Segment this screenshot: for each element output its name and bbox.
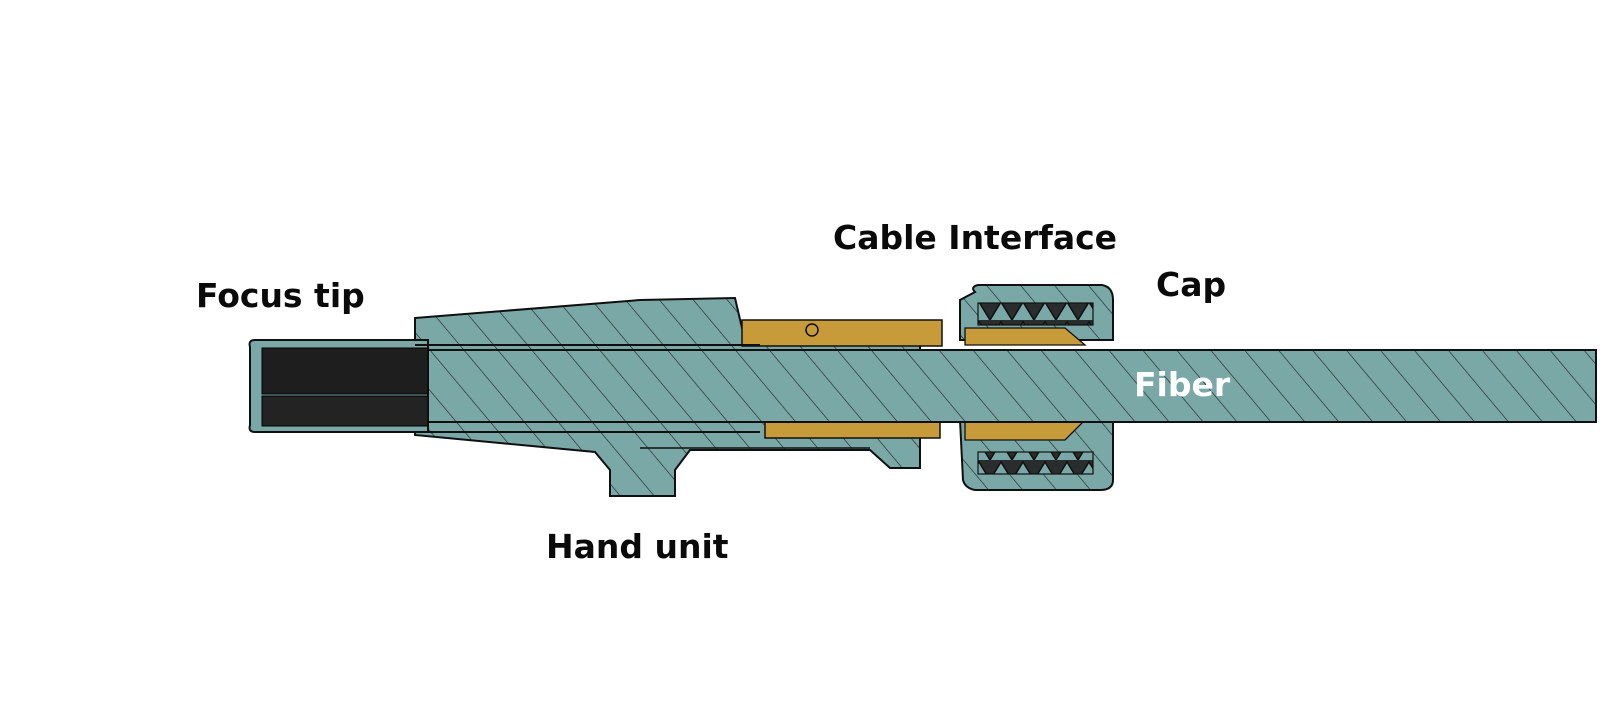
cable-interface-label: Cable Interface (833, 218, 1118, 257)
cap-label: Cap (1156, 265, 1227, 304)
pin-hole (805, 323, 819, 337)
fiber-core (427, 349, 1597, 423)
fiber-label: Fiber (1134, 365, 1231, 404)
cap-thread-upper (977, 302, 1094, 326)
focus-tip-lens-lower (261, 395, 429, 427)
brass-sleeve-upper (741, 319, 943, 347)
cap-thread-lower (977, 451, 1094, 475)
focus-tip-lens-upper (261, 347, 429, 395)
hand-unit-label: Hand unit (546, 527, 729, 566)
focus-tip-label: Focus tip (196, 276, 365, 315)
